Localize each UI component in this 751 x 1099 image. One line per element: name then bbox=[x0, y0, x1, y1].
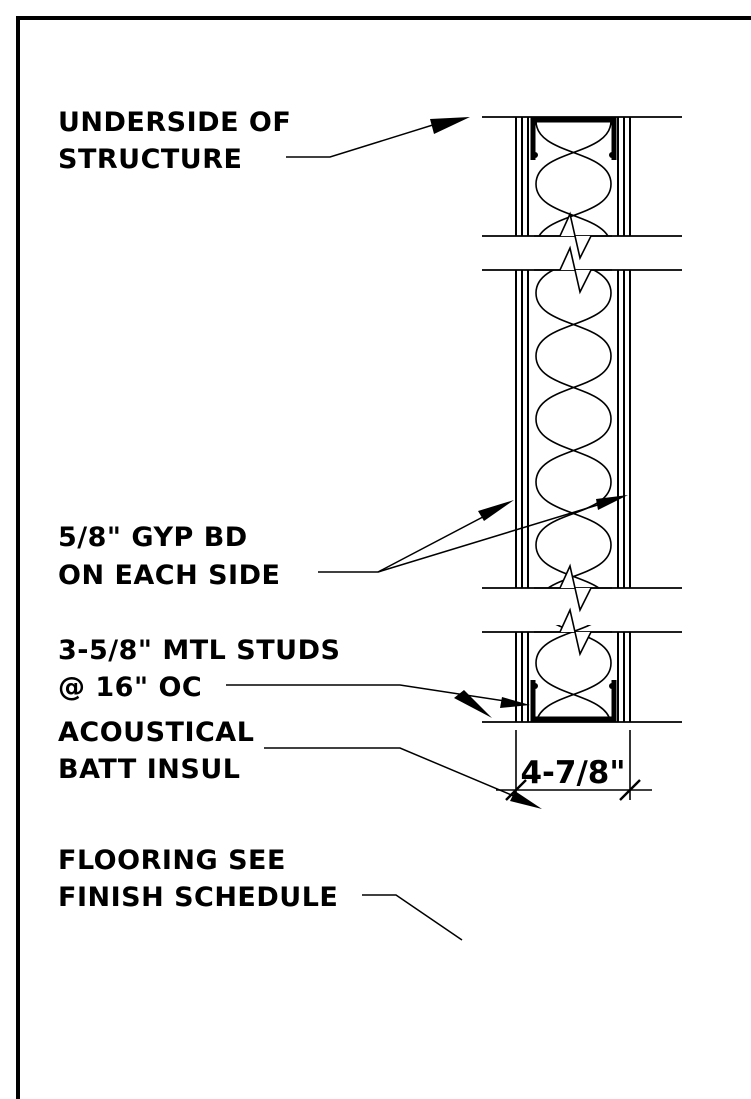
callout-flooring: FLOORING SEE FINISH SCHEDULE bbox=[58, 845, 338, 913]
label-line-2: @ 16" OC bbox=[58, 672, 202, 703]
label-line-2: BATT INSUL bbox=[58, 754, 240, 785]
dimension-text: 4-7/8" bbox=[520, 755, 625, 791]
label-line-1: 5/8" GYP BD bbox=[58, 522, 248, 553]
callout-underside-of-structure: UNDERSIDE OF STRUCTURE bbox=[58, 107, 291, 175]
leader-arrows bbox=[430, 117, 628, 809]
wall-segment-bottom bbox=[482, 607, 682, 723]
width-dimension bbox=[496, 730, 652, 801]
wall-segment-middle bbox=[482, 245, 682, 613]
wall-segment-top bbox=[482, 116, 682, 261]
label-line-1: FLOORING SEE bbox=[58, 845, 286, 876]
label-line-2: ON EACH SIDE bbox=[58, 560, 280, 591]
leaders bbox=[226, 123, 615, 941]
callout-gyp-bd: 5/8" GYP BD ON EACH SIDE bbox=[58, 522, 280, 591]
callout-mtl-studs: 3-5/8" MTL STUDS @ 16" OC bbox=[58, 635, 340, 703]
label-line-1: 3-5/8" MTL STUDS bbox=[58, 635, 340, 666]
label-line-1: ACOUSTICAL bbox=[58, 717, 254, 748]
label-line-2: STRUCTURE bbox=[58, 144, 242, 175]
label-line-2: FINISH SCHEDULE bbox=[58, 882, 338, 913]
sheet-border bbox=[16, 16, 751, 1099]
label-line-1: UNDERSIDE OF bbox=[58, 107, 291, 138]
callout-batt-insul: ACOUSTICAL BATT INSUL bbox=[58, 717, 254, 785]
